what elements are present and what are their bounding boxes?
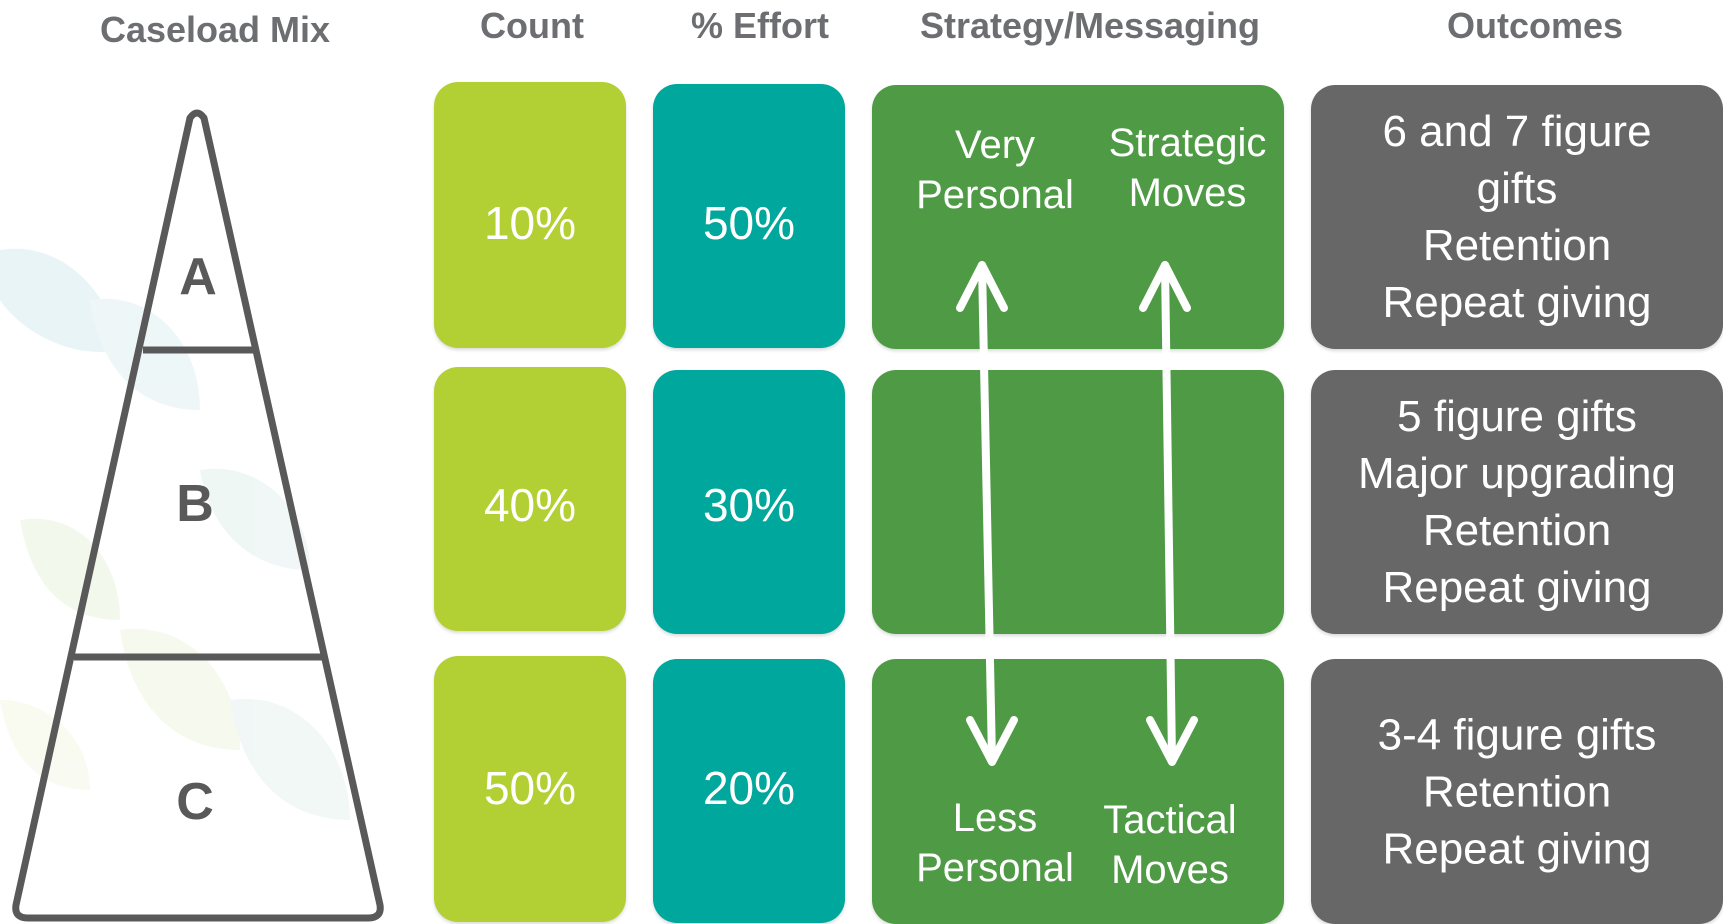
count-value: 40%: [483, 479, 577, 531]
outcomes-text: 3-4 figure gifts Retention Repeat giving: [1377, 710, 1657, 873]
effort-cell-b: 30%: [653, 370, 845, 634]
header-count: Count: [480, 5, 584, 46]
effort-cell-c: 20%: [653, 659, 845, 923]
count-cell-a: 10%: [434, 82, 626, 348]
effort-value: 20%: [702, 762, 796, 814]
effort-value: 30%: [702, 479, 796, 531]
effort-value: 50%: [702, 197, 796, 249]
count-value: 50%: [483, 762, 577, 814]
strategy-cell-c: [872, 659, 1284, 924]
header-effort: % Effort: [691, 5, 829, 46]
outcomes-text: 5 figure gifts Major upgrading Retention…: [1358, 392, 1676, 612]
effort-cell-a: 50%: [653, 84, 845, 348]
count-cell-c: 50%: [434, 656, 626, 922]
outcomes-cell-b: 5 figure gifts Major upgrading Retention…: [1311, 370, 1723, 634]
strategy-cell-a: [872, 85, 1284, 349]
count-value: 10%: [483, 197, 577, 249]
outcomes-cell-a: 6 and 7 figure gifts Retention Repeat gi…: [1311, 85, 1723, 349]
header-outcomes: Outcomes: [1446, 5, 1624, 46]
header-caseload-mix: Caseload Mix: [99, 9, 331, 50]
tier-label-b: B: [176, 475, 214, 533]
header-strategy: Strategy/Messaging: [919, 5, 1261, 46]
outcomes-text: 6 and 7 figure gifts Retention Repeat gi…: [1382, 107, 1652, 327]
count-cell-b: 40%: [434, 367, 626, 631]
tier-label-a: A: [179, 248, 217, 306]
tier-label-c: C: [176, 773, 214, 831]
strategy-cell-b: [872, 370, 1284, 634]
outcomes-cell-c: 3-4 figure gifts Retention Repeat giving: [1311, 659, 1723, 924]
